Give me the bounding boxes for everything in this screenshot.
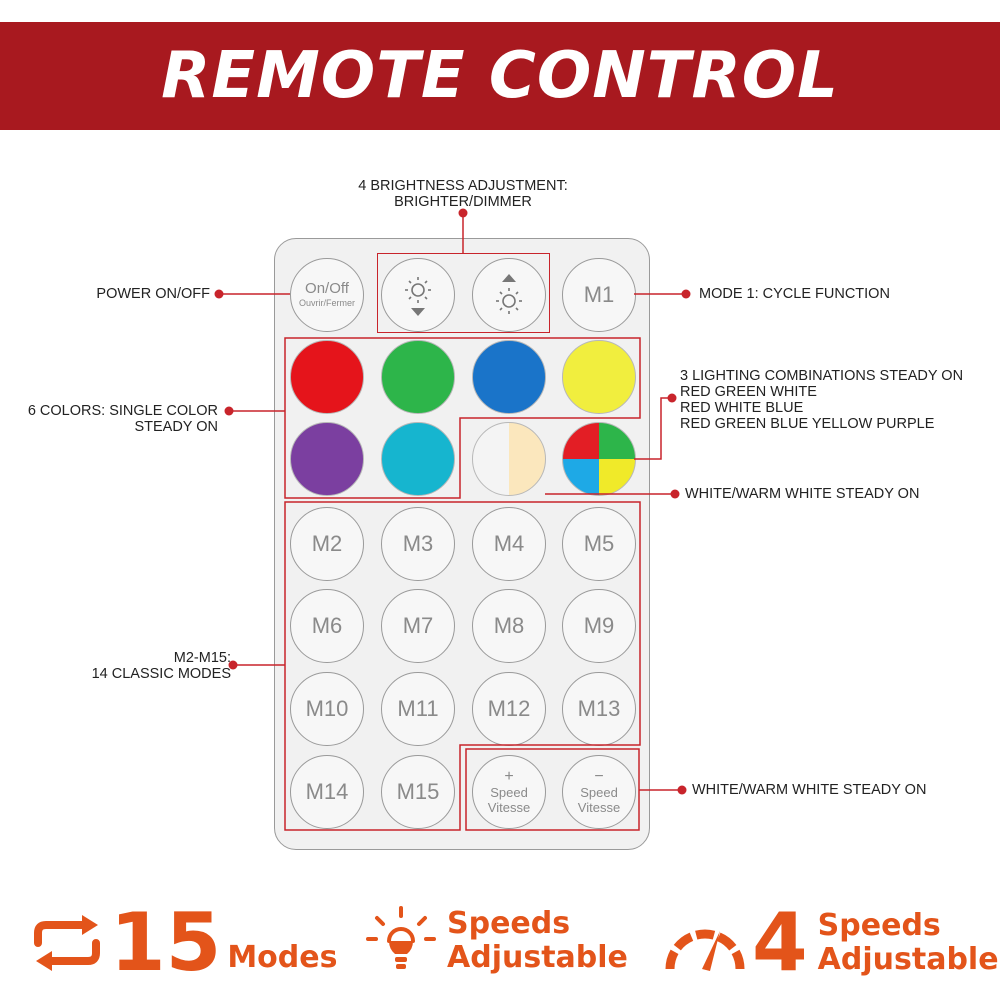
brightness-down-button[interactable] xyxy=(381,258,455,332)
color-button-yellow[interactable] xyxy=(562,340,636,414)
mode-button-m14[interactable]: M14 xyxy=(290,755,364,829)
mode-button-m11[interactable]: M11 xyxy=(381,672,455,746)
combos-annotation: 3 LIGHTING COMBINATIONS STEADY ON RED GR… xyxy=(680,368,964,432)
brightness-down-icon xyxy=(405,277,431,316)
brightness-up-button[interactable] xyxy=(472,258,546,332)
color-button-blue[interactable] xyxy=(472,340,546,414)
brightness-up-icon xyxy=(496,274,522,314)
colors-annotation: 6 COLORS: SINGLE COLOR STEADY ON xyxy=(27,403,218,435)
speed-down-button[interactable]: − Speed Vitesse xyxy=(562,755,636,829)
plus-icon: + xyxy=(504,768,514,785)
mode-button-m5[interactable]: M5 xyxy=(562,507,636,581)
speedometer-icon xyxy=(665,929,745,971)
remote-control: On/Off Ouvrir/Fermer M xyxy=(274,238,650,850)
feature-4-speeds: 4 Speeds Adjustable xyxy=(662,903,999,983)
color-combo-button[interactable] xyxy=(562,422,636,496)
mode-button-m12[interactable]: M12 xyxy=(472,672,546,746)
white-warm-annotation: WHITE/WARM WHITE STEADY ON xyxy=(685,486,920,502)
power-button[interactable]: On/Off Ouvrir/Fermer xyxy=(290,258,364,332)
brightness-annotation: 4 BRIGHTNESS ADJUSTMENT: BRIGHTER/DIMMER xyxy=(358,178,568,210)
minus-icon: − xyxy=(594,768,604,785)
color-button-green[interactable] xyxy=(381,340,455,414)
mode-button-m3[interactable]: M3 xyxy=(381,507,455,581)
speeds-adjustable-text: Speeds Adjustable xyxy=(447,906,628,975)
mode-button-m10[interactable]: M10 xyxy=(290,672,364,746)
modes-annotation: M2-M15: 14 CLASSIC MODES xyxy=(91,650,231,682)
mode-button-m8[interactable]: M8 xyxy=(472,589,546,663)
four-speeds-number: 4 xyxy=(752,896,808,989)
four-speeds-text: Speeds Adjustable xyxy=(817,908,999,977)
mode-button-m2[interactable]: M2 xyxy=(290,507,364,581)
title-banner: REMOTE CONTROL xyxy=(0,22,1000,130)
modes-word: Modes xyxy=(227,940,338,975)
mode-button-m9[interactable]: M9 xyxy=(562,589,636,663)
power-label: On/Off xyxy=(305,280,349,297)
color-button-purple[interactable] xyxy=(290,422,364,496)
lightbulb-icon xyxy=(366,906,436,969)
power-sublabel: Ouvrir/Fermer xyxy=(299,298,355,308)
page-title: REMOTE CONTROL xyxy=(161,39,839,113)
mode-button-m4[interactable]: M4 xyxy=(472,507,546,581)
cycle-arrows-icon xyxy=(34,915,100,971)
mode1-annotation: MODE 1: CYCLE FUNCTION xyxy=(699,286,890,302)
speed-annotation: WHITE/WARM WHITE STEADY ON xyxy=(692,782,927,798)
m1-button[interactable]: M1 xyxy=(562,258,636,332)
feature-15-modes: 15 Modes xyxy=(30,903,337,983)
mode-button-m7[interactable]: M7 xyxy=(381,589,455,663)
power-annotation: POWER ON/OFF xyxy=(96,286,210,302)
color-button-red[interactable] xyxy=(290,340,364,414)
white-warm-button[interactable] xyxy=(472,422,546,496)
mode-button-m6[interactable]: M6 xyxy=(290,589,364,663)
modes-number: 15 xyxy=(110,896,222,989)
mode-button-m15[interactable]: M15 xyxy=(381,755,455,829)
m1-label: M1 xyxy=(583,282,615,307)
feature-speeds-adjustable: Speeds Adjustable xyxy=(365,905,628,977)
mode-button-m13[interactable]: M13 xyxy=(562,672,636,746)
speed-up-button[interactable]: + Speed Vitesse xyxy=(472,755,546,829)
color-button-cyan[interactable] xyxy=(381,422,455,496)
